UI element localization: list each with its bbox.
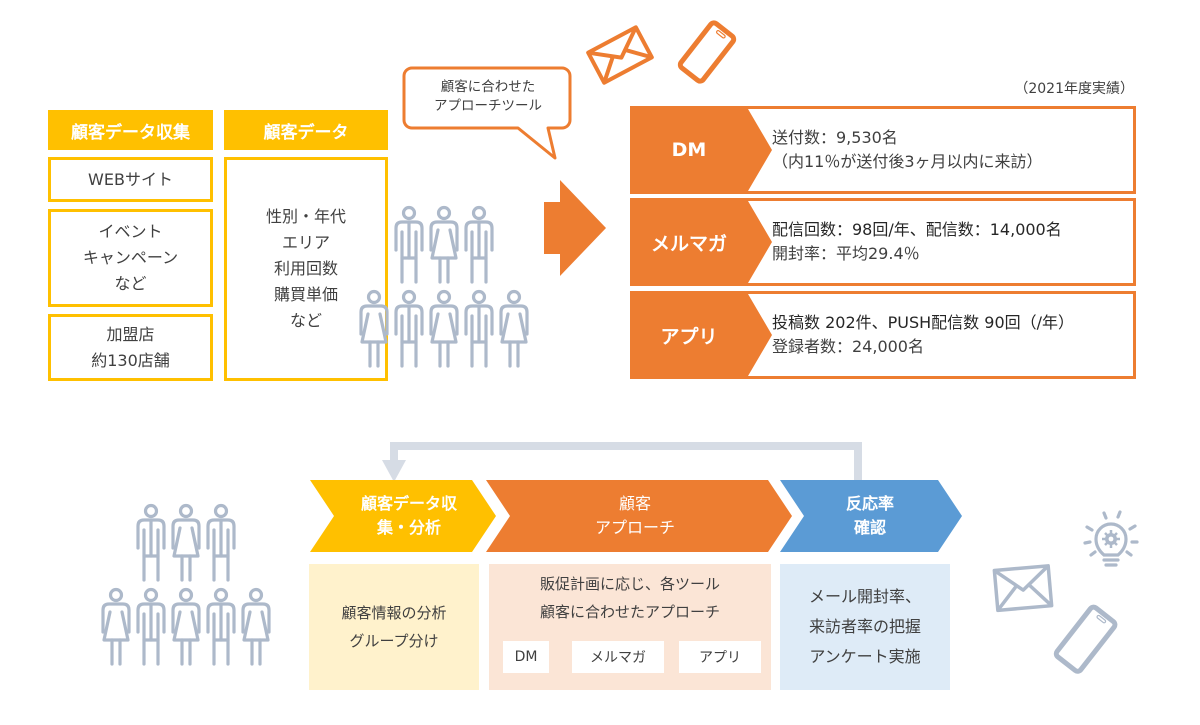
source-line: 約130店舗 — [91, 350, 170, 370]
result-row-app: アプリ 投稿数 202件、PUSH配信数 90回（/年） 登録者数：24,000… — [630, 291, 1136, 379]
step-body-line: アンケート実施 — [809, 647, 921, 666]
fiscal-year-note: （2021年度実績） — [1014, 81, 1134, 97]
female-person-icon — [171, 587, 201, 666]
attribute-line: 購買単価 — [273, 285, 338, 304]
envelope-icon — [992, 564, 1054, 613]
attribute-line: 利用回数 — [273, 259, 338, 278]
source-box-web: WEBサイト — [48, 157, 213, 202]
result-line: 送付数：9,530名 — [772, 128, 898, 147]
female-person-icon — [359, 289, 389, 368]
source-box-event: イベント キャンペーン など — [48, 209, 213, 307]
step-title-2: 顧客 アプローチ — [510, 480, 760, 552]
bubble-line: アプローチツール — [434, 98, 542, 114]
result-line: （内11％が送付後3ヶ月以内に来訪） — [772, 152, 1043, 171]
process-chevrons — [310, 480, 962, 552]
step-title-1: 顧客データ収 集・分析 — [334, 480, 484, 552]
chevron-step-3 — [780, 480, 962, 552]
step-body-line: 顧客に合わせたアプローチ — [539, 603, 720, 621]
step-title-line: 顧客 — [618, 494, 651, 513]
step-title-line: 確認 — [853, 518, 886, 537]
male-person-icon — [464, 289, 494, 368]
customer-data-box: 性別・年代 エリア 利用回数 購買単価 など — [224, 157, 388, 381]
female-person-icon — [171, 503, 201, 582]
source-box-stores: 加盟店 約130店舗 — [48, 314, 213, 381]
step-title-line: 反応率 — [845, 494, 894, 513]
source-line: イベント — [98, 222, 163, 241]
source-line: キャンペーン — [82, 248, 179, 267]
result-text: 投稿数 202件、PUSH配信数 90回（/年） 登録者数：24,000名 — [772, 291, 1126, 379]
male-person-icon — [464, 205, 494, 284]
tool-dm: DM — [503, 641, 549, 673]
loop-arrow-icon — [382, 442, 862, 482]
source-line: 加盟店 — [106, 324, 155, 344]
result-text: 送付数：9,530名 （内11％が送付後3ヶ月以内に来訪） — [772, 106, 1126, 194]
male-person-icon — [136, 503, 166, 582]
right-arrow-icon — [544, 180, 606, 276]
bubble-line: 顧客に合わせた — [440, 79, 536, 95]
smartphone-icon — [1053, 604, 1118, 674]
attribute-line: エリア — [281, 233, 330, 252]
collection-header: 顧客データ収集 — [48, 110, 213, 150]
result-line: 開封率：平均29.4％ — [772, 244, 920, 263]
tool-mailmag: メルマガ — [572, 641, 664, 673]
result-row-dm: DM 送付数：9,530名 （内11％が送付後3ヶ月以内に来訪） — [630, 106, 1136, 194]
step-title-line: アプローチ — [594, 518, 675, 537]
result-text: 配信回数：98回/年、配信数：14,000名 開封率：平均29.4％ — [772, 198, 1126, 286]
step-body-line: 販促計画に応じ、各ツール — [539, 575, 720, 593]
attribute-line: 性別・年代 — [265, 207, 346, 226]
step-body-line: グループ分け — [349, 632, 439, 650]
step-body-line: 顧客情報の分析 — [341, 604, 447, 622]
source-line: など — [114, 274, 147, 293]
result-line: 投稿数 202件、PUSH配信数 90回（/年） — [772, 313, 1075, 332]
result-label: DM — [671, 139, 707, 161]
result-line: 登録者数：24,000名 — [772, 337, 924, 356]
step-title-line: 集・分析 — [376, 518, 441, 537]
female-person-icon — [241, 587, 271, 666]
lightbulb-gear-icon — [1083, 510, 1139, 567]
female-person-icon — [429, 289, 459, 368]
envelope-icon — [586, 25, 654, 85]
step-title-3: 反応率 確認 — [800, 480, 940, 552]
male-person-icon — [394, 205, 424, 284]
step-body-line: メール開封率、 — [808, 587, 921, 606]
result-label: メルマガ — [650, 232, 727, 255]
result-label: アプリ — [660, 325, 718, 348]
bubble-text: 顧客に合わせた アプローチツール — [412, 78, 564, 116]
male-person-icon — [394, 289, 424, 368]
step-body-3: メール開封率、 来訪者率の把握 アンケート実施 — [780, 564, 950, 690]
step-title-line: 顧客データ収 — [360, 494, 457, 513]
result-line: 配信回数：98回/年、配信数：14,000名 — [772, 220, 1062, 239]
female-person-icon — [499, 289, 529, 368]
chevron-step-1 — [310, 480, 496, 552]
source-line: WEBサイト — [88, 169, 173, 189]
people-group-icon — [359, 205, 529, 368]
female-person-icon — [101, 587, 131, 666]
tool-app: アプリ — [679, 641, 761, 673]
male-person-icon — [136, 587, 166, 666]
smartphone-icon — [677, 20, 737, 84]
customer-data-header: 顧客データ — [224, 110, 388, 150]
step-body-line: 来訪者率の把握 — [808, 617, 921, 636]
male-person-icon — [206, 503, 236, 582]
chevron-step-2 — [486, 480, 792, 552]
step-body-1: 顧客情報の分析 グループ分け — [309, 564, 479, 690]
female-person-icon — [429, 205, 459, 284]
result-row-mailmag: メルマガ 配信回数：98回/年、配信数：14,000名 開封率：平均29.4％ — [630, 198, 1136, 286]
attribute-line: など — [289, 311, 322, 330]
people-group-icon — [101, 503, 271, 666]
speech-bubble — [402, 66, 572, 160]
male-person-icon — [206, 587, 236, 666]
